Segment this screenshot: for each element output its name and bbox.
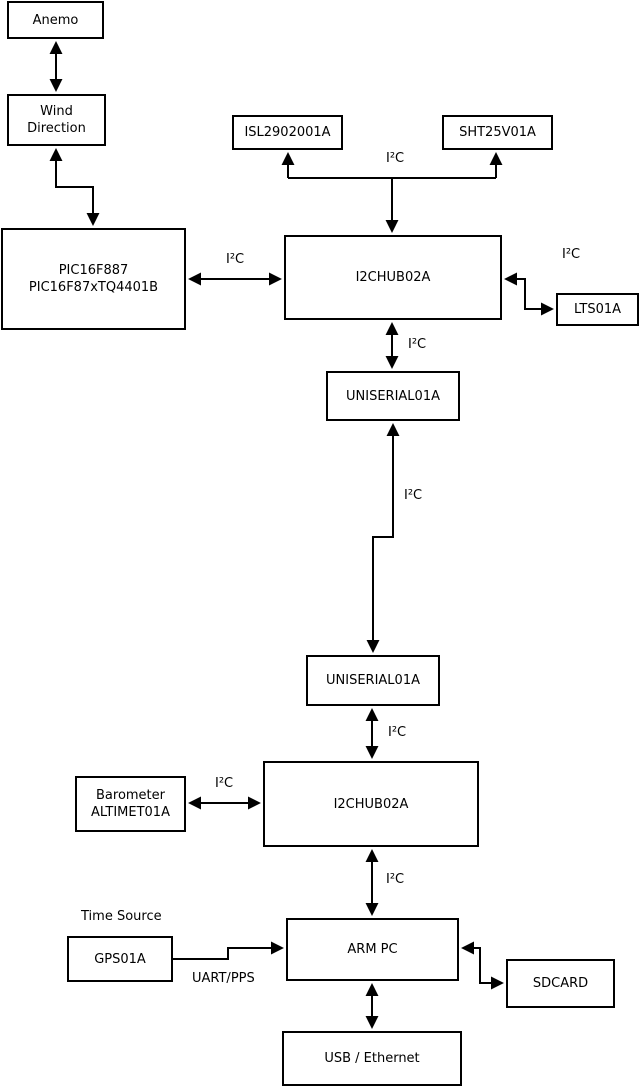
connector-armpc-sdcard <box>461 941 504 990</box>
node-i2chub02a-2-label: I2CHUB02A <box>333 796 409 812</box>
uart-pps-label: UART/PPS <box>192 971 255 986</box>
node-arm-pc: ARM PC <box>286 918 459 981</box>
i2c-label-sensor-bus: I²C <box>386 151 405 166</box>
node-barometer-label-line2: ALTIMET01A <box>91 805 170 820</box>
node-i2chub02a-2: I2CHUB02A <box>263 761 479 847</box>
node-pic16f887: PIC16F887 PIC16F87xTQ4401B <box>1 228 186 330</box>
node-barometer-altimet01a: Barometer ALTIMET01A <box>75 776 186 832</box>
node-uniserial01a-2-label: UNISERIAL01A <box>326 673 420 688</box>
node-usb-ethernet-label: USB / Ethernet <box>324 1051 420 1066</box>
node-usb-ethernet: USB / Ethernet <box>282 1031 462 1086</box>
node-barometer-label-line1: Barometer <box>96 788 165 803</box>
node-pic16f887-label-line2: PIC16F87xTQ4401B <box>28 280 159 295</box>
connector-gps-armpc <box>173 941 284 960</box>
connector-uniserial1-uniserial2 <box>366 423 400 653</box>
node-sdcard-label: SDCARD <box>532 976 589 991</box>
node-wind-direction-label-line2: Direction <box>27 121 86 136</box>
i2c-label-uniserial-link: I²C <box>404 488 423 503</box>
node-uniserial01a-1-label: UNISERIAL01A <box>346 388 440 404</box>
connector-winddirection-pic <box>49 148 100 226</box>
node-uniserial01a-1: UNISERIAL01A <box>326 371 460 421</box>
node-lts01a-label: LTS01A <box>573 302 622 317</box>
node-wind-direction: Wind Direction <box>7 94 106 146</box>
node-i2chub02a-1: I2CHUB02A <box>284 235 502 320</box>
node-lts01a: LTS01A <box>556 293 639 326</box>
node-wind-direction-label-line1: Wind <box>40 104 73 119</box>
node-anemo-label: Anemo <box>32 12 79 28</box>
node-sht25v01a: SHT25V01A <box>442 115 553 150</box>
i2c-label-pic-link: I²C <box>226 252 245 267</box>
i2c-label-lts-link: I²C <box>562 247 581 262</box>
node-sht25v01a-label: SHT25V01A <box>459 125 536 140</box>
node-isl2902001a-label: ISL2902001A <box>244 125 331 140</box>
node-pic16f887-label-line1: PIC16F887 <box>58 263 129 278</box>
i2c-label-uniserial2-hub2: I²C <box>388 725 407 740</box>
node-gps01a: GPS01A <box>67 936 173 982</box>
node-anemo: Anemo <box>7 1 104 39</box>
time-source-label: Time Source <box>81 909 162 924</box>
node-i2chub02a-1-label: I2CHUB02A <box>355 270 431 285</box>
node-arm-pc-label: ARM PC <box>347 942 398 957</box>
connector-hub1-lts <box>504 272 554 316</box>
i2c-label-barometer-link: I²C <box>215 776 234 791</box>
i2c-label-hub2-armpc: I²C <box>386 872 405 887</box>
node-sdcard: SDCARD <box>506 959 615 1008</box>
node-isl2902001a: ISL2902001A <box>232 115 343 150</box>
node-uniserial01a-2: UNISERIAL01A <box>306 655 440 706</box>
i2c-label-hub1-uniserial1: I²C <box>408 337 427 352</box>
node-gps01a-label: GPS01A <box>94 951 146 967</box>
